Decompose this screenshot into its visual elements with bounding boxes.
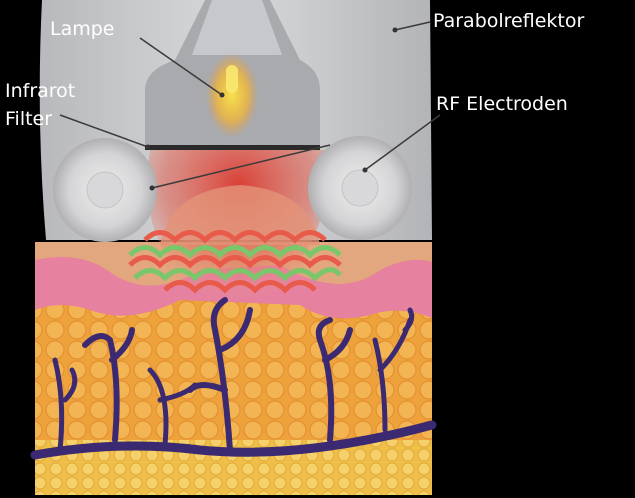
label-electrodes: RF Electroden — [436, 93, 568, 115]
blood-vessels — [30, 297, 437, 460]
rf-electrode-left — [53, 138, 157, 242]
rf-field-pattern — [128, 230, 342, 294]
lamp-bulb — [226, 65, 238, 93]
label-lamp: Lampe — [50, 18, 115, 40]
rf-electrode-right — [308, 136, 412, 240]
leader-lines — [59, 21, 441, 191]
label-infrared-1: Infrarot — [5, 80, 75, 102]
lamp-glow — [206, 53, 258, 137]
label-infrared-2: Filter — [5, 108, 52, 130]
infrared-filter — [145, 145, 320, 150]
label-reflector: Parabolreflektor — [433, 10, 584, 32]
